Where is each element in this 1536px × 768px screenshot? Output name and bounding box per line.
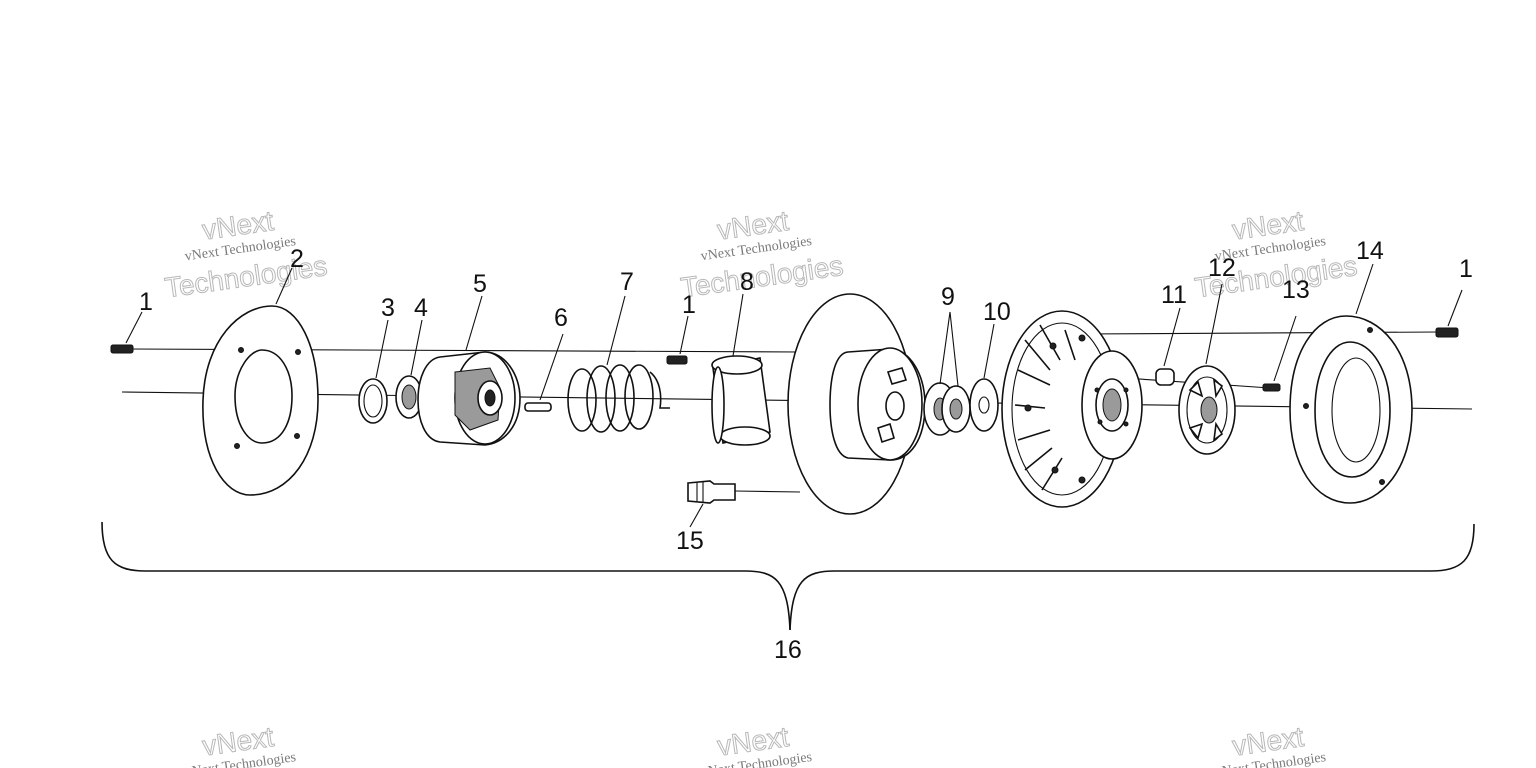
assembly-brace (101, 521, 1475, 631)
bolt-left (110, 311, 143, 354)
callout-4: 4 (414, 294, 428, 322)
screw (1262, 315, 1297, 392)
spacer (969, 323, 999, 432)
outer-cover (202, 267, 319, 496)
callout-2: 2 (290, 245, 304, 273)
helix (417, 295, 521, 446)
bushing (711, 293, 771, 446)
callout-5: 5 (473, 270, 487, 298)
moveable-sheave (787, 293, 926, 515)
callout-14: 14 (1356, 237, 1384, 265)
watermark-top-center: vNext Technologies vNext Technologies (678, 205, 845, 304)
watermark-bottom-center: vNext vNext Technologies (700, 721, 813, 768)
callout-7: 7 (620, 268, 634, 296)
callout-11: 11 (1161, 281, 1187, 309)
weight-pin (1155, 307, 1181, 386)
callout-12: 12 (1208, 254, 1236, 282)
watermark-bottom-right: vNext vNext Technologies (1214, 721, 1327, 768)
callout-1-middle: 1 (682, 291, 696, 319)
callout-6: 6 (554, 304, 568, 332)
callout-1-right: 1 (1459, 255, 1473, 283)
stationary-sheave (1001, 310, 1143, 508)
callout-10: 10 (983, 298, 1011, 326)
callout-3: 3 (381, 294, 395, 322)
spring (567, 295, 670, 433)
inner-cover (1289, 263, 1413, 504)
grease-fitting (687, 480, 736, 528)
callout-labels: 1 2 3 4 5 6 7 1 8 9 10 11 12 13 14 1 15 … (139, 237, 1473, 664)
callout-9: 9 (941, 283, 955, 311)
watermark-top-right: vNext Technologies vNext Technologies (1192, 205, 1359, 304)
bolt-middle (666, 315, 689, 365)
callout-1-left: 1 (139, 288, 153, 316)
callout-13: 13 (1282, 276, 1310, 304)
callout-16: 16 (774, 636, 802, 664)
snap-ring (358, 319, 389, 424)
cover-plate (1178, 283, 1236, 455)
callout-15: 15 (676, 527, 704, 555)
roll-pin (524, 333, 564, 412)
buttons (923, 311, 971, 436)
watermark-bottom-left: vNext vNext Technologies (184, 721, 297, 768)
bolt-right (1435, 289, 1463, 338)
callout-8: 8 (740, 268, 754, 296)
